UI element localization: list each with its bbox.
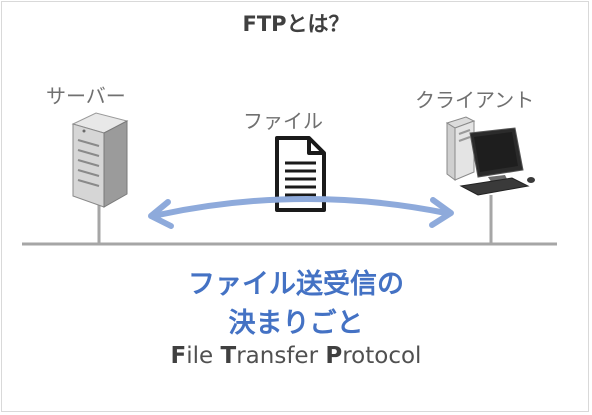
subtitle-f: F	[170, 343, 187, 369]
server-icon	[71, 112, 129, 208]
page-title: FTPとは？	[242, 12, 350, 36]
subtitle-rotocol: rotocol	[342, 343, 422, 369]
protocol-name: File Transfer Protocol	[0, 343, 592, 369]
subtitle-ransfer: ransfer	[236, 343, 326, 369]
main-caption-line1: ファイル送受信の	[188, 269, 404, 300]
subtitle-t: T	[220, 343, 237, 369]
document-icon	[275, 136, 326, 212]
main-caption-line2: 決まりごと	[228, 308, 364, 339]
subtitle-ile: ile	[186, 343, 221, 369]
client-label: クライアント	[415, 88, 535, 112]
subtitle-p: P	[325, 343, 343, 369]
file-label: ファイル	[243, 109, 323, 133]
bidirectional-arrow-icon	[148, 196, 454, 229]
desktop-computer-icon	[445, 116, 535, 196]
server-label: サーバー	[46, 84, 126, 108]
